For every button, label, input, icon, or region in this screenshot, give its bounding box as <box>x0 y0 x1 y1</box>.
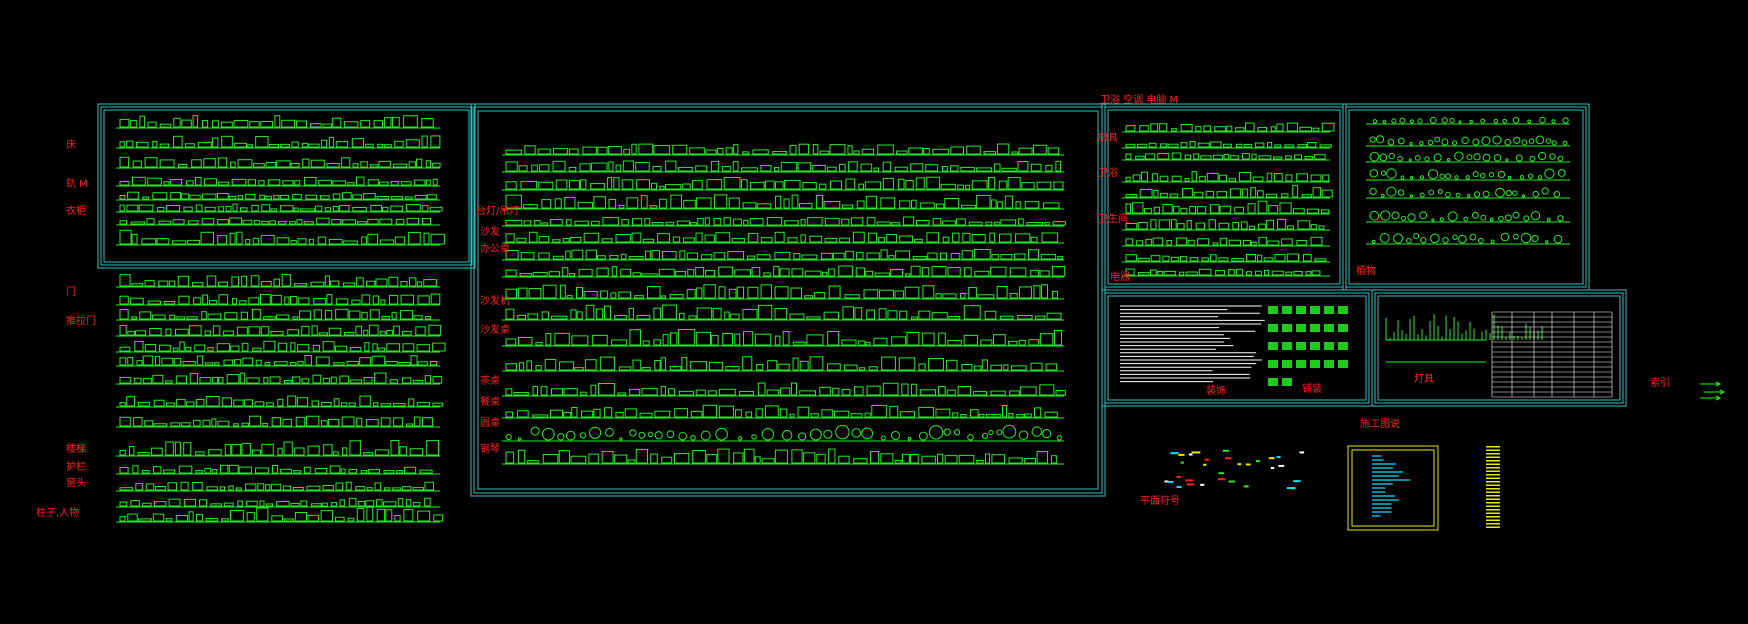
label-sliding-door: 推拉门 <box>66 316 96 327</box>
label-sofa-table: 沙发桌 <box>480 325 510 336</box>
label-toilet: 卫生间 <box>1098 214 1128 225</box>
label-rail: 轨 M <box>66 179 88 190</box>
label-index: 索引 <box>1650 378 1670 389</box>
label-wardrobe: 衣柜 <box>66 206 86 217</box>
label-lamps: 台灯/吊灯 <box>476 206 520 217</box>
label-construction-notes: 施工图说 <box>1360 419 1400 430</box>
label-chair: 钢琴 <box>480 444 500 455</box>
label-stairs: 楼梯 <box>66 444 86 455</box>
label-tea-table: 茶桌 <box>480 376 500 387</box>
frame-right-bottom-b <box>1371 289 1627 407</box>
label-sofa: 沙发 <box>480 227 500 238</box>
label-lights: 灯具 <box>1414 374 1434 385</box>
label-decor: 装饰 <box>1206 386 1226 397</box>
label-round-table: 圆桌 <box>480 418 500 429</box>
label-column-people: 柱子,人物 <box>36 508 80 519</box>
label-appliance: 电器 <box>1110 272 1130 283</box>
label-right-title: 卫浴 空调 电脑 M <box>1100 95 1179 106</box>
label-bath: 卫浴 <box>1098 168 1118 179</box>
frame-right-top-b <box>1342 103 1590 291</box>
label-desk: 办公桌 <box>480 244 510 255</box>
label-dining-table: 餐桌 <box>480 397 500 408</box>
label-bed: 床 <box>66 140 76 151</box>
label-window-head: 窗头 <box>66 478 86 489</box>
label-kitchen: 厨具 <box>1098 133 1118 144</box>
label-sofa-set: 沙发机 <box>480 296 510 307</box>
label-plan-symbols: 平面符号 <box>1140 496 1180 507</box>
frame-sheet <box>1347 445 1439 531</box>
label-paving: 铺装 <box>1302 384 1322 395</box>
label-door: 门 <box>66 287 76 298</box>
frame-left-top <box>97 103 476 269</box>
label-railing: 护栏 <box>66 462 86 473</box>
label-plants: 植物 <box>1356 266 1376 277</box>
